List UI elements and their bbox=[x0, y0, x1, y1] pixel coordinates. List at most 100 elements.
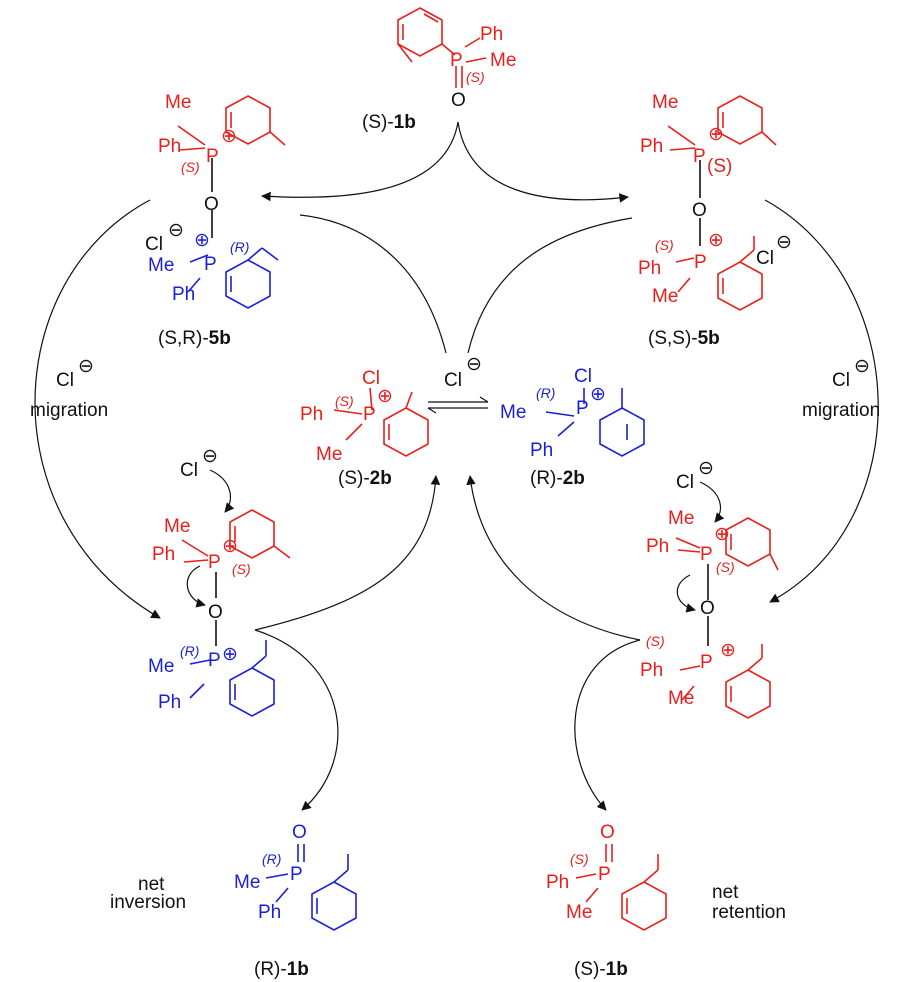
atom-me: Me bbox=[668, 508, 694, 529]
stereo-r: (R) bbox=[180, 643, 199, 659]
atom-me: Me bbox=[500, 402, 526, 423]
atom-o: O bbox=[700, 598, 715, 619]
svg-text:⊖: ⊖ bbox=[854, 356, 870, 377]
atom-me: Me bbox=[652, 92, 678, 113]
atom-ph: Ph bbox=[300, 404, 323, 425]
stereo-r: (R) bbox=[230, 239, 249, 255]
atom-o: O bbox=[204, 194, 219, 215]
mol-sr5b: Me Ph P ⊕ (S) O Cl ⊖ ⊕ (R) Me P Ph (S,R)… bbox=[145, 92, 286, 349]
net-left: net bbox=[138, 874, 165, 895]
arc-left-migration bbox=[34, 199, 161, 619]
atom-me: Me bbox=[164, 516, 190, 537]
atom-cl: Cl bbox=[180, 460, 198, 481]
atom-p: P bbox=[450, 50, 463, 71]
stereo-r: (R) bbox=[536, 385, 555, 401]
atom-me: Me bbox=[490, 50, 516, 71]
atom-o: O bbox=[208, 602, 223, 623]
atom-cl: Cl bbox=[145, 234, 163, 255]
atom-cl: Cl bbox=[574, 366, 592, 387]
atom-p: P bbox=[363, 404, 376, 425]
atom-ph: Ph bbox=[638, 258, 661, 279]
label-r1b: (R)-1b bbox=[254, 959, 309, 980]
stereo-s: (S) bbox=[570, 851, 589, 867]
mol-left-intermediate: Cl ⊖ Me Ph P ⊕ (S) O (R) Me P ⊕ Ph bbox=[148, 446, 291, 717]
atom-cl: Cl bbox=[362, 368, 380, 389]
atom-ph: Ph bbox=[172, 284, 195, 305]
atom-ph: Ph bbox=[640, 136, 663, 157]
atom-me: Me bbox=[148, 255, 174, 276]
arrow-cl-to-right bbox=[467, 217, 633, 354]
atom-me: Me bbox=[148, 656, 174, 677]
stereo-s: (S) bbox=[646, 633, 665, 649]
atom-ph: Ph bbox=[646, 536, 669, 557]
curl-left bbox=[186, 565, 206, 608]
mol-ss5b: Me Ph P ⊕ (S) O (S) ⊕ Cl ⊖ Ph P Me (S,S)… bbox=[638, 92, 792, 349]
atom-ph: Ph bbox=[152, 544, 175, 565]
arc-right-migration bbox=[764, 199, 879, 603]
atom-p: P bbox=[208, 650, 221, 671]
migration-right: migration bbox=[802, 400, 880, 421]
arrow-left-to-center bbox=[254, 475, 441, 631]
arrow-right-to-s1b bbox=[574, 639, 641, 811]
atom-cl: Cl bbox=[756, 248, 774, 269]
svg-text:⊕: ⊕ bbox=[221, 126, 237, 147]
mol-top-s1b: Ph P Me (S) O (S)-1b bbox=[362, 7, 516, 133]
inversion: inversion bbox=[110, 892, 186, 913]
stereo-s-plain: (S) bbox=[707, 156, 732, 177]
arrow-cl-to-left bbox=[299, 214, 447, 354]
atom-p: P bbox=[598, 864, 611, 885]
label-s1b: (S)-1b bbox=[574, 959, 628, 980]
stereo-s: (S) bbox=[335, 393, 354, 409]
atom-p: P bbox=[204, 254, 217, 275]
svg-text:⊕: ⊕ bbox=[222, 536, 238, 557]
atom-cl: Cl bbox=[676, 472, 694, 493]
atom-p: P bbox=[290, 864, 303, 885]
atom-ph: Ph bbox=[546, 872, 569, 893]
atom-me: Me bbox=[668, 688, 694, 709]
atom-p: P bbox=[206, 146, 219, 167]
atom-o: O bbox=[292, 822, 307, 843]
atom-p: P bbox=[700, 652, 713, 673]
mol-s1b: O (S) P Ph Me net retention (S)-1b bbox=[546, 822, 786, 980]
svg-text:⊕: ⊕ bbox=[708, 124, 724, 145]
atom-ph: Ph bbox=[530, 440, 553, 461]
reaction-arrows bbox=[34, 121, 879, 811]
stereo-s: (S) bbox=[466, 69, 485, 85]
stereo-s: (S) bbox=[716, 559, 735, 575]
stereo-s: (S) bbox=[181, 159, 200, 175]
atom-cl: Cl bbox=[56, 370, 74, 391]
stereo-r: (R) bbox=[262, 851, 281, 867]
atom-p: P bbox=[576, 398, 589, 419]
arrow-top-to-ss5b bbox=[457, 121, 629, 203]
arrow-cl-attack-left bbox=[209, 469, 235, 513]
atom-p: P bbox=[693, 146, 706, 167]
migration-labels: Cl ⊖ migration Cl ⊖ migration bbox=[30, 356, 880, 421]
atom-p: P bbox=[208, 552, 221, 573]
svg-text:⊕: ⊕ bbox=[714, 524, 730, 545]
label-ss5b: (S,S)-5b bbox=[648, 328, 720, 349]
migration-left: migration bbox=[30, 400, 108, 421]
arrow-right-to-center bbox=[466, 475, 641, 641]
svg-text:⊕: ⊕ bbox=[708, 230, 724, 251]
arrow-top-to-sr5b bbox=[261, 121, 459, 202]
atom-ph: Ph bbox=[480, 24, 503, 45]
label-top-prefix: (S)-1b bbox=[362, 112, 416, 133]
atom-ph: Ph bbox=[158, 692, 181, 713]
curl-right bbox=[676, 574, 696, 613]
atom-o: O bbox=[451, 90, 466, 111]
stereo-s: (S) bbox=[232, 561, 251, 577]
svg-text:⊕: ⊕ bbox=[194, 230, 210, 251]
mol-right-intermediate: Cl ⊖ Me Ph P ⊕ (S) O (S) ⊕ Ph P Me bbox=[640, 458, 779, 719]
atom-me: Me bbox=[652, 286, 678, 307]
atom-cl-free: Cl bbox=[444, 370, 462, 391]
atom-p: P bbox=[694, 252, 707, 273]
svg-text:⊖: ⊖ bbox=[78, 356, 94, 377]
mol-r1b: O (R) P Me Ph net inversion (R)-1b bbox=[110, 822, 357, 980]
atom-me: Me bbox=[234, 872, 260, 893]
svg-text:⊖: ⊖ bbox=[466, 354, 482, 375]
atom-me: Me bbox=[165, 92, 191, 113]
arrow-left-to-r1b bbox=[254, 629, 339, 811]
svg-text:⊖: ⊖ bbox=[202, 446, 218, 467]
label-r2b: (R)-2b bbox=[530, 468, 585, 489]
